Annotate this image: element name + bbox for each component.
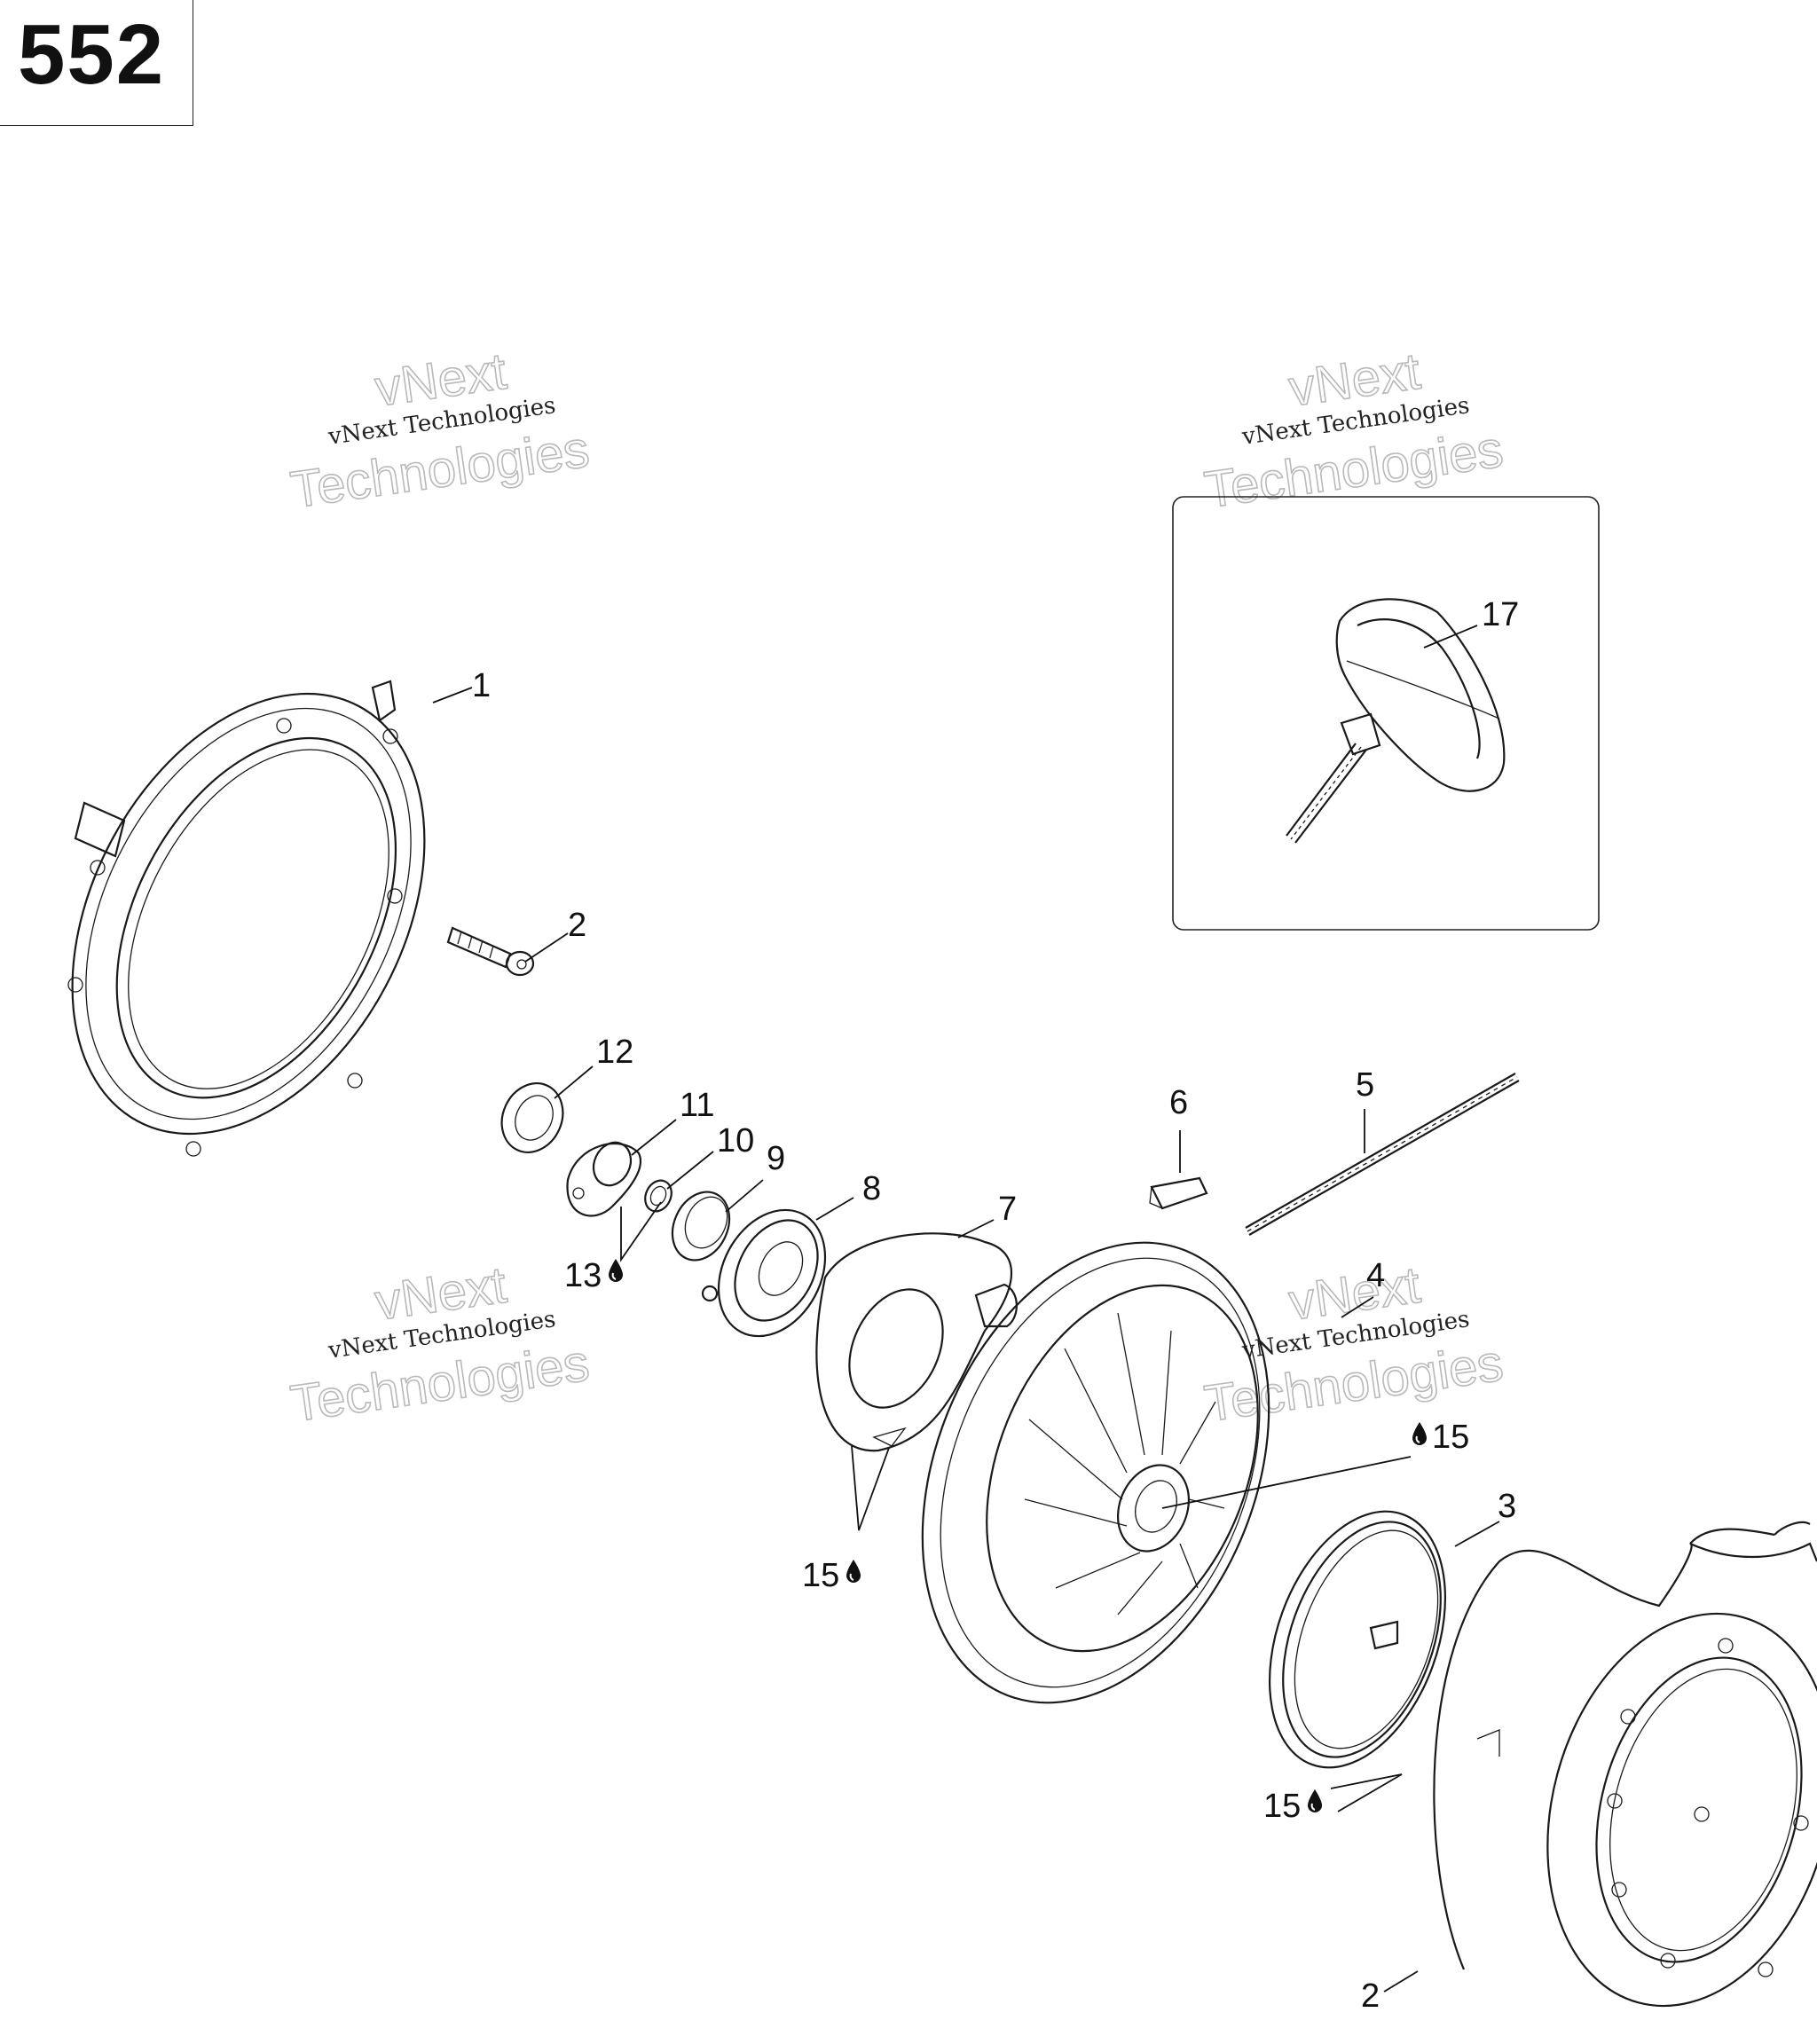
part-11-washer — [644, 1179, 673, 1213]
part-13-lock-washer — [500, 1082, 564, 1153]
oil-drop-icon — [608, 1258, 624, 1283]
part-12-plate — [566, 1141, 642, 1217]
callout-6: 5 — [1356, 1066, 1374, 1104]
callout-4: 3 — [1498, 1488, 1516, 1525]
inset-detail-box — [1172, 496, 1600, 931]
callout-5: 4 — [1366, 1257, 1385, 1294]
callout-9: 8 — [862, 1170, 881, 1207]
callout-15-c: 15 — [802, 1557, 839, 1594]
watermark-middle-left: vNext vNext Technologies Technologies — [287, 1255, 594, 1434]
callout-7: 6 — [1169, 1084, 1188, 1121]
callout-15-b: 15 — [1432, 1419, 1469, 1456]
leader-lines — [432, 625, 1500, 1993]
part-4-recoil-spring — [1268, 1510, 1447, 1769]
callout-2: 2 — [568, 907, 586, 944]
part-8-cam-plate — [815, 1232, 1018, 1452]
part-9-pawl-assembly — [701, 1208, 827, 1338]
part-3-starter-housing — [1433, 1521, 1817, 2008]
callout-8: 7 — [998, 1191, 1017, 1228]
part-6-rope — [1245, 1073, 1520, 1236]
part-7-key — [1149, 1176, 1208, 1210]
watermark-middle-right: vNext vNext Technologies Technologies — [1200, 1255, 1507, 1434]
callout-13: 12 — [596, 1034, 633, 1071]
oil-drop-icon — [846, 1559, 861, 1584]
watermark-top-right: vNext vNext Technologies Technologies — [1200, 342, 1507, 520]
callout-12: 11 — [680, 1087, 714, 1124]
part-1-flange-ring — [67, 680, 426, 1157]
oil-drop-icon — [1412, 1421, 1428, 1446]
part-2-screw — [446, 926, 535, 977]
watermark-top-left: vNext vNext Technologies Technologies — [287, 342, 594, 520]
oil-drop-icon — [1307, 1788, 1323, 1813]
part-10-bushing — [671, 1191, 731, 1262]
callout-10: 9 — [767, 1140, 785, 1177]
callout-17: 17 — [1482, 596, 1519, 633]
page-number-box: 552 — [0, 0, 193, 126]
callout-15-a: 13 — [564, 1257, 602, 1294]
part-5-pulley — [921, 1241, 1270, 1704]
callout-15-d: 15 — [1263, 1788, 1301, 1825]
callout-3: 2 — [1361, 1977, 1380, 2015]
callout-1: 1 — [472, 667, 491, 704]
callout-labels: 1 2 12 11 10 9 8 7 6 5 4 3 2 17 13 15 15… — [472, 596, 1519, 2015]
part-17-starter-handle — [1286, 598, 1506, 844]
callout-11: 10 — [717, 1122, 754, 1160]
page-number: 552 — [18, 7, 166, 102]
